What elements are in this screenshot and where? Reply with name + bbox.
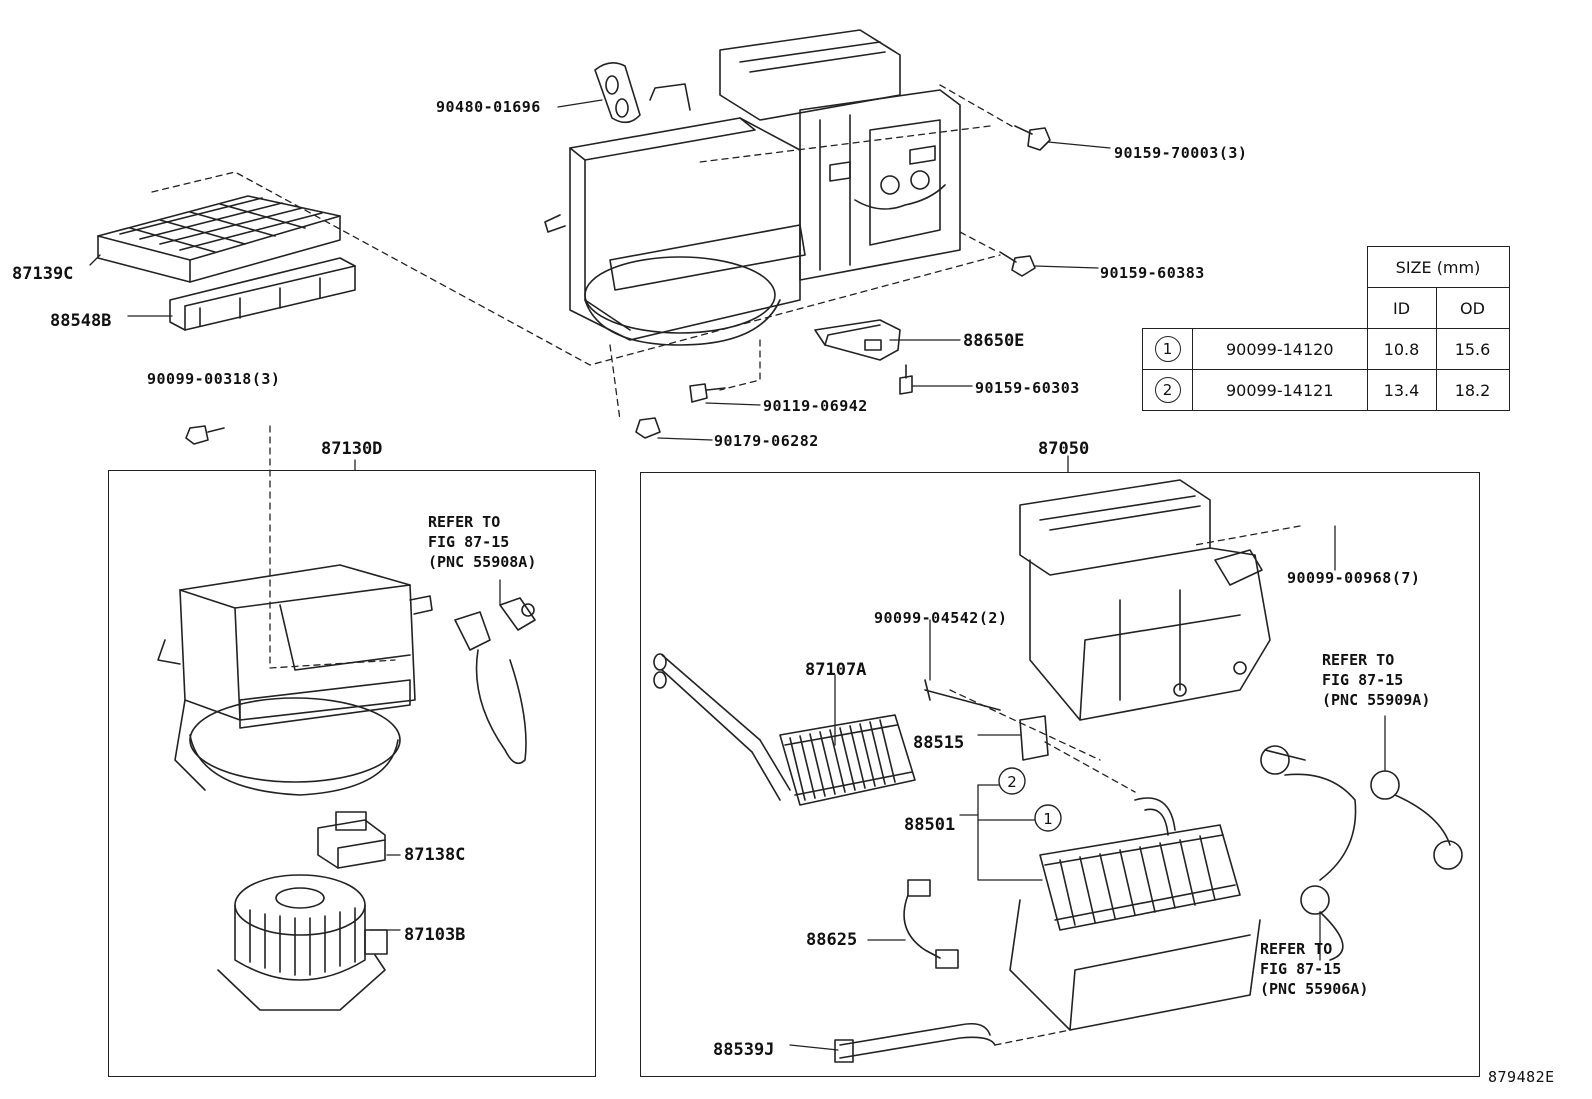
label-88515: 88515 [913,733,965,753]
hvac-unit-assembly-drawing [544,29,961,346]
callout-one: 1 [1043,810,1053,828]
size-table-col-od: OD [1435,287,1510,329]
label-88548B: 88548B [50,311,112,331]
row-id: 10.8 [1366,328,1437,370]
callout-circles [998,767,1062,832]
label-87130D: 87130D [321,439,383,459]
label-90099-00318: 90099-00318(3) [147,370,281,388]
leader-lines [89,99,1386,1051]
servo-motor-harness-drawing [1260,745,1463,961]
evaporator-drawing [1009,797,1261,1031]
row-part: 90099-14121 [1192,369,1368,411]
label-88539J: 88539J [713,1040,775,1060]
blower-wire-harness-drawing [454,597,536,765]
label-90159-60303: 90159-60303 [975,379,1080,397]
figure-id: 879482E [1488,1068,1555,1086]
label-88650E: 88650E [963,331,1025,351]
grommet-drawing [594,62,641,124]
heater-section-frame [640,472,1480,1077]
label-90099-00968: 90099-00968(7) [1287,569,1421,587]
callout-two: 2 [1007,773,1017,791]
label-87139C: 87139C [12,264,74,284]
blower-section-frame [108,470,596,1077]
table-row: 2 90099-14121 13.4 18.2 [1142,369,1510,411]
filter-frame-drawing [169,257,356,331]
size-table-title: SIZE (mm) [1366,246,1510,288]
row-od: 15.6 [1435,328,1510,370]
table-row: 1 90099-14120 10.8 15.6 [1142,328,1510,370]
screws-top-drawing [185,125,1051,445]
heater-case-drawing [1019,479,1271,721]
label-90119-06942: 90119-06942 [763,397,868,415]
dashed-lines [151,84,1301,1046]
blower-assembly-drawing [157,564,433,796]
air-filter-drawing [97,195,341,283]
label-90159-60383: 90159-60383 [1100,264,1205,282]
expansion-valve-drawing [924,679,1049,761]
label-87050: 87050 [1038,439,1090,459]
heater-core-drawing [653,653,916,806]
label-90480-01696: 90480-01696 [436,98,541,116]
row-od: 18.2 [1435,369,1510,411]
blower-resistor-drawing [317,811,386,869]
label-88501: 88501 [904,815,956,835]
row-mark: 2 [1154,377,1181,403]
size-table-col-id: ID [1366,287,1437,329]
label-88625: 88625 [806,930,858,950]
label-90159-70003: 90159-70003(3) [1114,144,1248,162]
row-id: 13.4 [1366,369,1437,411]
label-87138C: 87138C [404,845,466,865]
o-ring-size-table: SIZE (mm) ID OD 1 90099-14120 10.8 15.6 … [1142,246,1510,411]
sensor-88625-drawing [903,879,959,969]
label-87107A: 87107A [805,660,867,680]
label-90099-04542: 90099-04542(2) [874,609,1008,627]
bracket-drawing [814,319,901,361]
blower-motor-drawing [217,874,388,1011]
row-mark: 1 [1154,336,1181,362]
row-part: 90099-14120 [1192,328,1368,370]
drain-hose-drawing [834,1022,996,1063]
label-90179-06282: 90179-06282 [714,432,819,450]
label-87103B: 87103B [404,925,466,945]
